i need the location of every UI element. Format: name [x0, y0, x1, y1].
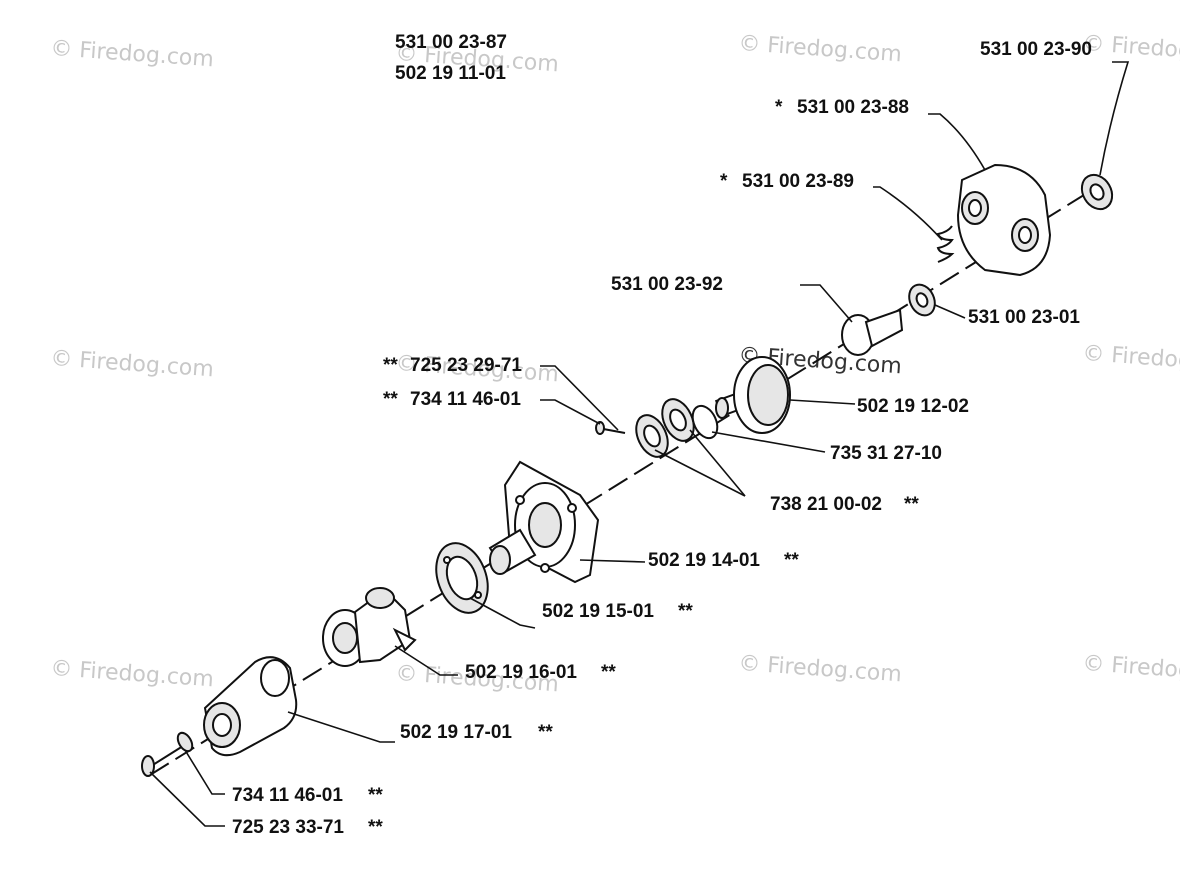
label-502-19-14-01: 502 19 14-01: [648, 550, 760, 571]
clutch-spring: [936, 225, 955, 263]
clutch-drum: [714, 356, 791, 434]
label-734-11-46-01-bottom: 734 11 46-01: [232, 785, 343, 806]
watermarks: © Firedog.com © Firedog.com © Firedog.co…: [50, 31, 1180, 697]
mark-531-00-23-89: *: [720, 171, 728, 192]
label-502-19-17-01: 502 19 17-01: [400, 722, 512, 743]
label-502-19-16-01: 502 19 16-01: [465, 662, 577, 683]
clutch-shoe-assembly: [956, 163, 1052, 277]
circlip: [691, 404, 719, 440]
label-531-00-23-90: 531 00 23-90: [980, 39, 1092, 60]
mark-502-19-15-01: **: [678, 601, 693, 622]
label-531-00-23-88: 531 00 23-88: [797, 97, 909, 118]
mark-502-19-14-01: **: [784, 550, 799, 571]
washer: [908, 283, 936, 317]
small-screw-washer: [595, 421, 626, 435]
watermark-1: © Firedog.com: [50, 36, 215, 72]
label-738-21-00-02: 738 21 00-02: [770, 494, 882, 515]
mark-725-23-33-71: **: [368, 817, 383, 838]
mark-502-19-17-01: **: [538, 722, 553, 743]
parts: [141, 163, 1114, 777]
watermark-8: © Firedog.com: [1082, 341, 1180, 377]
mark-734-11-46-01-bottom: **: [368, 785, 383, 806]
label-531-00-23-01: 531 00 23-01: [968, 307, 1080, 328]
watermark-5: © Firedog.com: [50, 346, 215, 382]
gasket: [435, 542, 489, 614]
ball-bearings: [635, 398, 695, 458]
watermark-11: © Firedog.com: [738, 651, 903, 687]
shoulder-screw: [841, 308, 904, 356]
clutch-housing: [488, 460, 600, 584]
bottom-washer: [176, 731, 194, 753]
watermark-9: © Firedog.com: [50, 656, 215, 692]
label-725-23-33-71: 725 23 33-71: [232, 817, 344, 838]
label-502-19-15-01: 502 19 15-01: [542, 601, 654, 622]
assembly-axis: [149, 184, 1101, 776]
label-725-23-29-71: 725 23 29-71: [410, 355, 522, 376]
label-734-11-46-01-top: 734 11 46-01: [410, 389, 521, 410]
mark-725-23-29-71: **: [383, 355, 398, 376]
mark-531-00-23-88: *: [775, 97, 783, 118]
gear-housing-cover: [203, 656, 298, 757]
label-531-00-23-89: 531 00 23-89: [742, 171, 854, 192]
label-502-19-11-01: 502 19 11-01: [395, 63, 506, 84]
mark-738-21-00-02: **: [904, 494, 919, 515]
bottom-screw: [141, 745, 184, 777]
label-735-31-27-10: 735 31 27-10: [830, 443, 942, 464]
watermark-12: © Firedog.com: [1082, 651, 1180, 687]
label-531-00-23-87: 531 00 23-87: [395, 32, 507, 53]
leader-lines: [149, 61, 1130, 827]
bearing-housing: [322, 587, 417, 667]
mark-734-11-46-01-top: **: [383, 389, 398, 410]
mark-502-19-16-01: **: [601, 662, 616, 683]
label-531-00-23-92: 531 00 23-92: [611, 274, 723, 295]
watermark-3: © Firedog.com: [738, 31, 903, 67]
top-washer: [1080, 173, 1114, 211]
watermark-4: © Firedog.com: [1082, 31, 1180, 67]
part-labels: 531 00 23-87 502 19 11-01 531 00 23-90 *…: [232, 32, 1092, 838]
label-502-19-12-02: 502 19 12-02: [857, 396, 969, 417]
